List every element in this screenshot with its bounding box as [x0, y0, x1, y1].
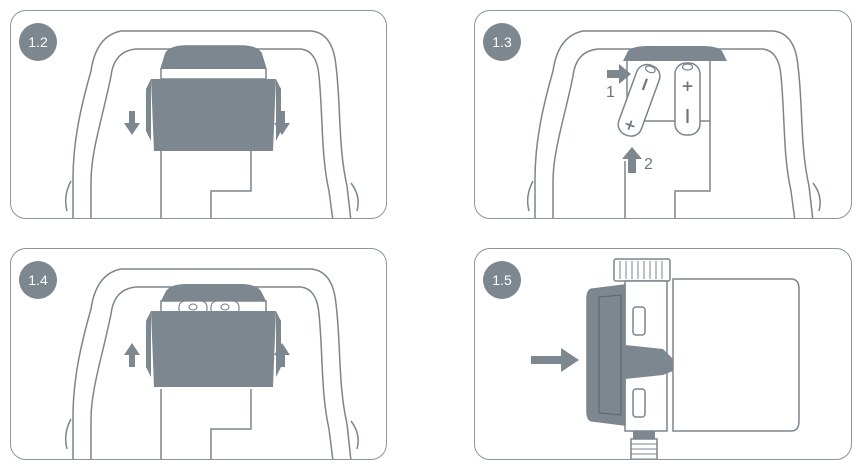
clip [633, 389, 645, 417]
step-badge: 1.4 [19, 261, 57, 299]
device-housing [673, 279, 799, 431]
arrow-up-icon [124, 343, 140, 367]
step-2-label: 2 [644, 156, 653, 173]
step-badge: 1.5 [483, 261, 521, 299]
step-1-label: 1 [606, 84, 615, 101]
step-panel-1-2: 1.2 [10, 10, 387, 219]
step-panel-1-3: + + 1 2 1.3 [474, 10, 852, 219]
device-inner-outline [553, 49, 795, 219]
battery-compartment-cap [161, 284, 266, 301]
battery-cover-close-illustration [11, 249, 387, 460]
battery-cover [151, 79, 276, 151]
step-panel-1-4: 1.4 [10, 248, 387, 460]
device-side-view-illustration [475, 249, 852, 460]
battery-compartment-cap [623, 46, 727, 61]
arrow-right-icon [531, 348, 579, 372]
step-panel-1-5: 1.5 [474, 248, 852, 460]
battery-cover [151, 311, 276, 387]
battery-insertion-illustration: + + 1 2 [475, 11, 852, 219]
control-unit [587, 285, 625, 425]
battery-compartment-cap [161, 46, 266, 69]
step-badge: 1.3 [483, 23, 521, 61]
clip [633, 307, 645, 335]
positive-terminal-label: + [681, 77, 694, 95]
arrow-down-icon [124, 111, 140, 135]
step-badge: 1.2 [19, 23, 57, 61]
battery-cover-removal-illustration [11, 11, 387, 219]
battery-upright [675, 63, 700, 135]
